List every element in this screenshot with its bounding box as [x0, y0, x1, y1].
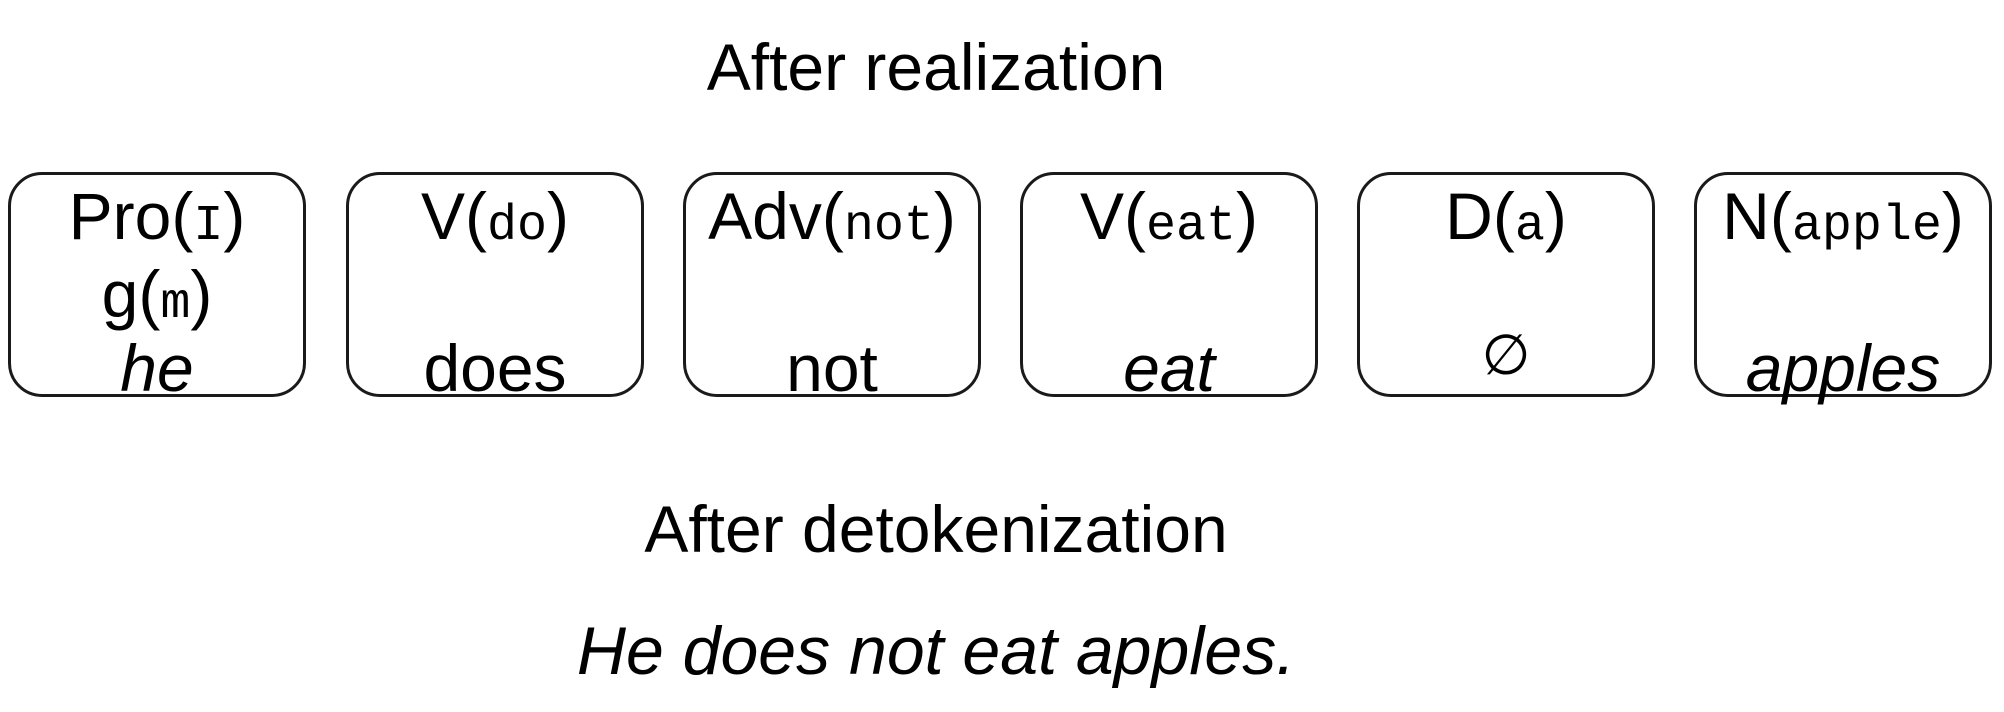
lemma-label: eat	[1146, 198, 1237, 255]
category-label: Adv	[708, 179, 822, 253]
token-box-d: D(a) ∅	[1357, 172, 1655, 397]
token-box-adv: Adv(not) not	[683, 172, 981, 401]
token-label: V(eat)	[1079, 179, 1258, 255]
title-after-realization: After realization	[706, 30, 1166, 104]
lemma-label: a	[1514, 198, 1545, 255]
token-box-v-do: V(do) does	[346, 172, 644, 401]
token-box-n: N(apple) apples	[1694, 172, 1992, 401]
token-label: Pro(I)	[68, 179, 246, 255]
token-label: N(apple)	[1722, 179, 1964, 255]
category-label: N	[1722, 179, 1770, 253]
category-label: Pro	[68, 179, 172, 253]
lemma-label: apple	[1791, 198, 1942, 255]
lemma-label: not	[843, 198, 934, 255]
surface-form: he	[120, 331, 194, 405]
feature-value: m	[160, 276, 191, 333]
surface-form: does	[423, 331, 567, 405]
surface-form: eat	[1123, 331, 1215, 405]
category-label: V	[420, 179, 466, 253]
surface-form: apples	[1745, 331, 1941, 405]
feature-label: g(m)	[101, 257, 213, 333]
token-label: V(do)	[420, 179, 569, 255]
feature-name: g	[101, 257, 139, 331]
token-label: Adv(not)	[708, 179, 956, 255]
token-box-pro: Pro(I) g(m) he	[8, 172, 306, 401]
empty-set-symbol: ∅	[1481, 323, 1531, 386]
surface-form: not	[786, 331, 878, 405]
output-sentence: He does not eat apples.	[576, 613, 1296, 689]
token-label: D(a)	[1445, 179, 1567, 255]
category-label: D	[1445, 179, 1493, 253]
lemma-label: do	[487, 198, 548, 255]
category-label: V	[1079, 179, 1125, 253]
token-box-v-eat: V(eat) eat	[1020, 172, 1318, 401]
lemma-label: I	[193, 198, 224, 255]
title-after-detokenization: After detokenization	[644, 492, 1228, 566]
